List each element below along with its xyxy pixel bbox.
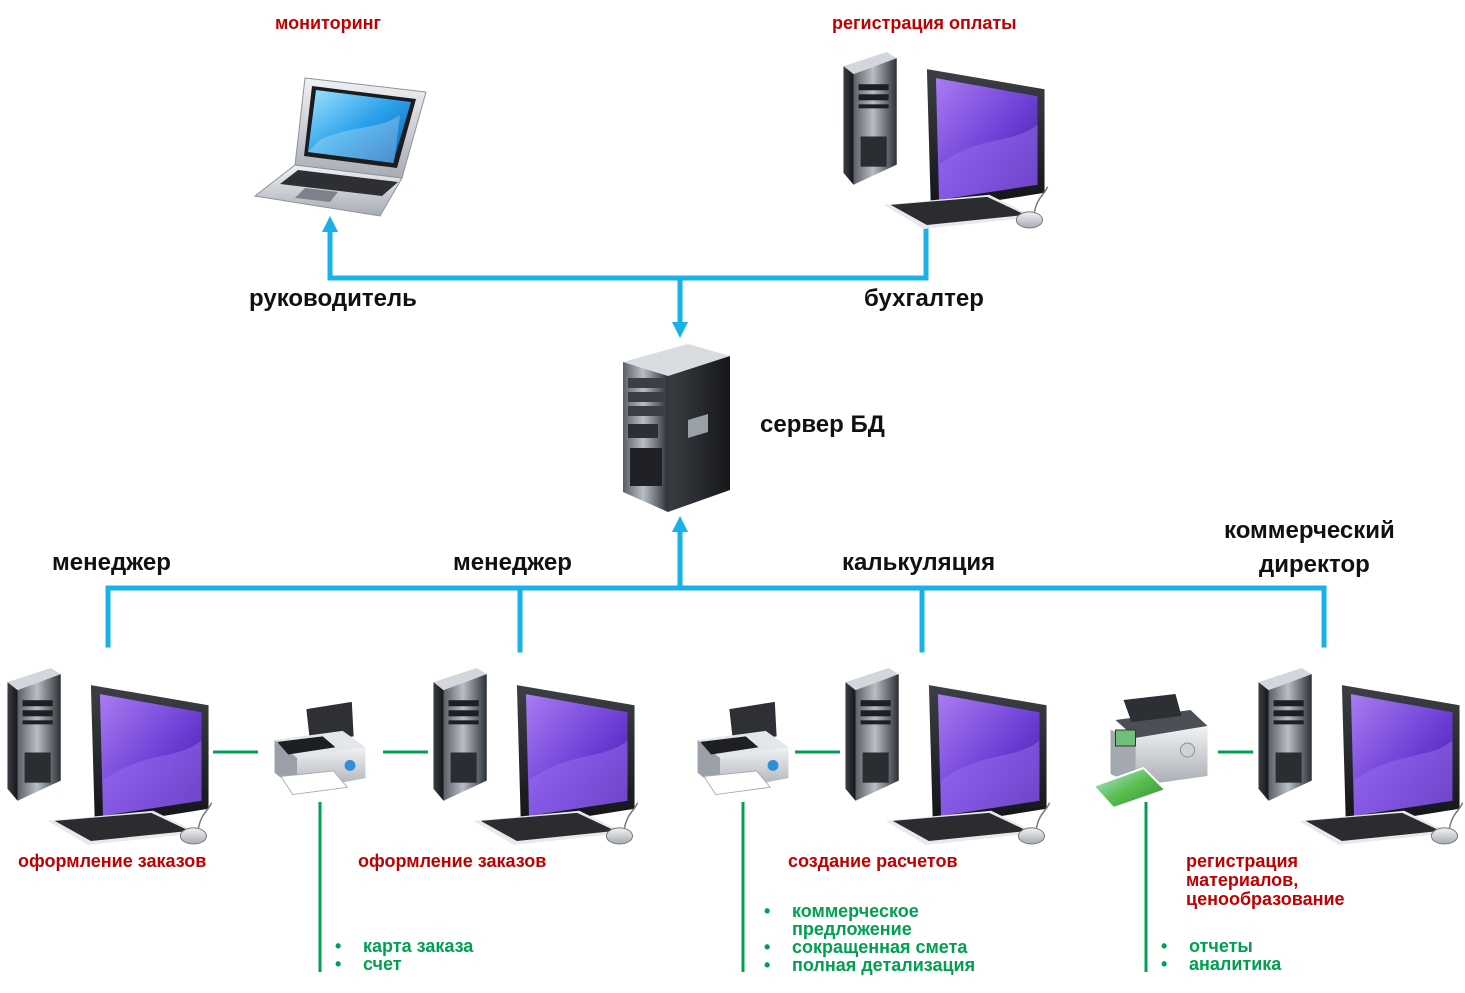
desktop-computer-icon xyxy=(842,51,1049,230)
desktop-computer-icon xyxy=(844,667,1051,846)
output-item: карта заказа xyxy=(335,937,473,955)
manager2-function-label: оформление заказов xyxy=(358,851,547,871)
director-role-label: руководитель xyxy=(249,285,417,312)
photo-printer-icon xyxy=(1093,692,1209,810)
printer-icon xyxy=(697,701,789,796)
arrow-up-server xyxy=(672,516,688,532)
printer-icon xyxy=(274,701,366,796)
director-function-label: мониторинг xyxy=(275,13,382,33)
desktop-computer-icon xyxy=(432,667,639,846)
arrow-up-director xyxy=(322,216,338,232)
output-item: отчеты xyxy=(1161,937,1281,955)
output-item: счет xyxy=(335,955,473,973)
commercial-role-label-line2: директор xyxy=(1259,551,1370,578)
output-item: полная детализация xyxy=(764,956,975,974)
network-cables xyxy=(105,221,1327,653)
laptop-icon xyxy=(254,77,427,217)
manager1-function-label: оформление заказов xyxy=(18,851,207,871)
output-item-continued: предложение xyxy=(792,919,912,939)
desktop-computer-icon xyxy=(6,667,213,846)
printer3-outputs: отчеты аналитика xyxy=(1161,937,1281,973)
manager2-role-label: менеджер xyxy=(453,549,572,576)
calc-role-label: калькуляция xyxy=(842,549,996,576)
manager1-role-label: менеджер xyxy=(52,549,171,576)
desktop-computer-icon xyxy=(1257,667,1464,846)
output-item: сокращенная смета xyxy=(764,938,975,956)
accountant-role-label: бухгалтер xyxy=(864,285,984,312)
calc-function-label: создание расчетов xyxy=(788,851,958,871)
commercial-function-line2: материалов, xyxy=(1186,870,1299,890)
accountant-function-label: регистрация оплаты xyxy=(832,13,1017,33)
commercial-function-line3: ценообразование xyxy=(1186,889,1345,909)
arrow-down-server xyxy=(672,322,688,338)
commercial-function-line1: регистрация xyxy=(1186,851,1299,871)
local-cables xyxy=(213,750,1253,972)
server-label: сервер БД xyxy=(760,411,885,438)
output-item: коммерческое xyxy=(764,902,975,920)
output-item: аналитика xyxy=(1161,955,1281,973)
printer2-outputs: коммерческое предложение сокращенная сме… xyxy=(764,902,975,974)
commercial-role-label-line1: коммерческий xyxy=(1224,517,1395,544)
printer1-outputs: карта заказа счет xyxy=(335,937,473,973)
server-tower-icon xyxy=(623,344,730,512)
